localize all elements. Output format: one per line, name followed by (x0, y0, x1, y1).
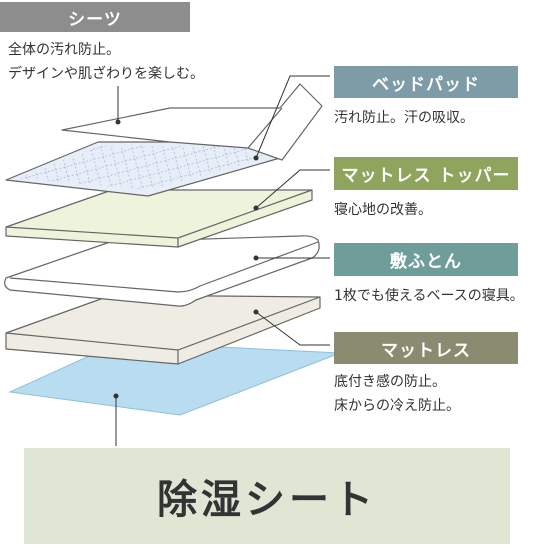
topper-desc: 寝心地の改善。 (334, 202, 432, 218)
sheets-desc-line2: デザインや肌ざわりを楽しむ。 (8, 66, 204, 82)
leader-lines (115, 75, 330, 446)
sheets-tag: シーツ (0, 2, 190, 32)
mattress-desc-line1: 底付き感の防止。 (334, 374, 446, 390)
leader-topper (255, 169, 330, 209)
topper-layer (5, 189, 313, 248)
dehumid-sheet-panel: 除湿シート (24, 448, 510, 544)
mattress-desc-line2: 床からの冷え防止。 (334, 398, 460, 414)
bedpad-layer (5, 141, 281, 197)
futon-tag: 敷ふとん (334, 243, 518, 276)
leader-dots (113, 119, 259, 399)
sheet-layer (61, 83, 323, 161)
leader-mattress (255, 311, 330, 346)
mattress-tag: マットレス (334, 332, 518, 364)
dehumid-sheet-label: 除湿シート (157, 477, 377, 523)
bedpad-tag: ベッドパッド (334, 66, 518, 98)
sheets-desc-line1: 全体の汚れ防止。 (8, 42, 120, 58)
topper-tag: マットレス トッパー (334, 157, 518, 190)
futon-desc: 1枚でも使えるベースの寝具。 (334, 288, 524, 304)
bedpad-desc: 汚れ防止。汗の吸収。 (334, 110, 474, 126)
leader-bedpad (255, 75, 330, 159)
